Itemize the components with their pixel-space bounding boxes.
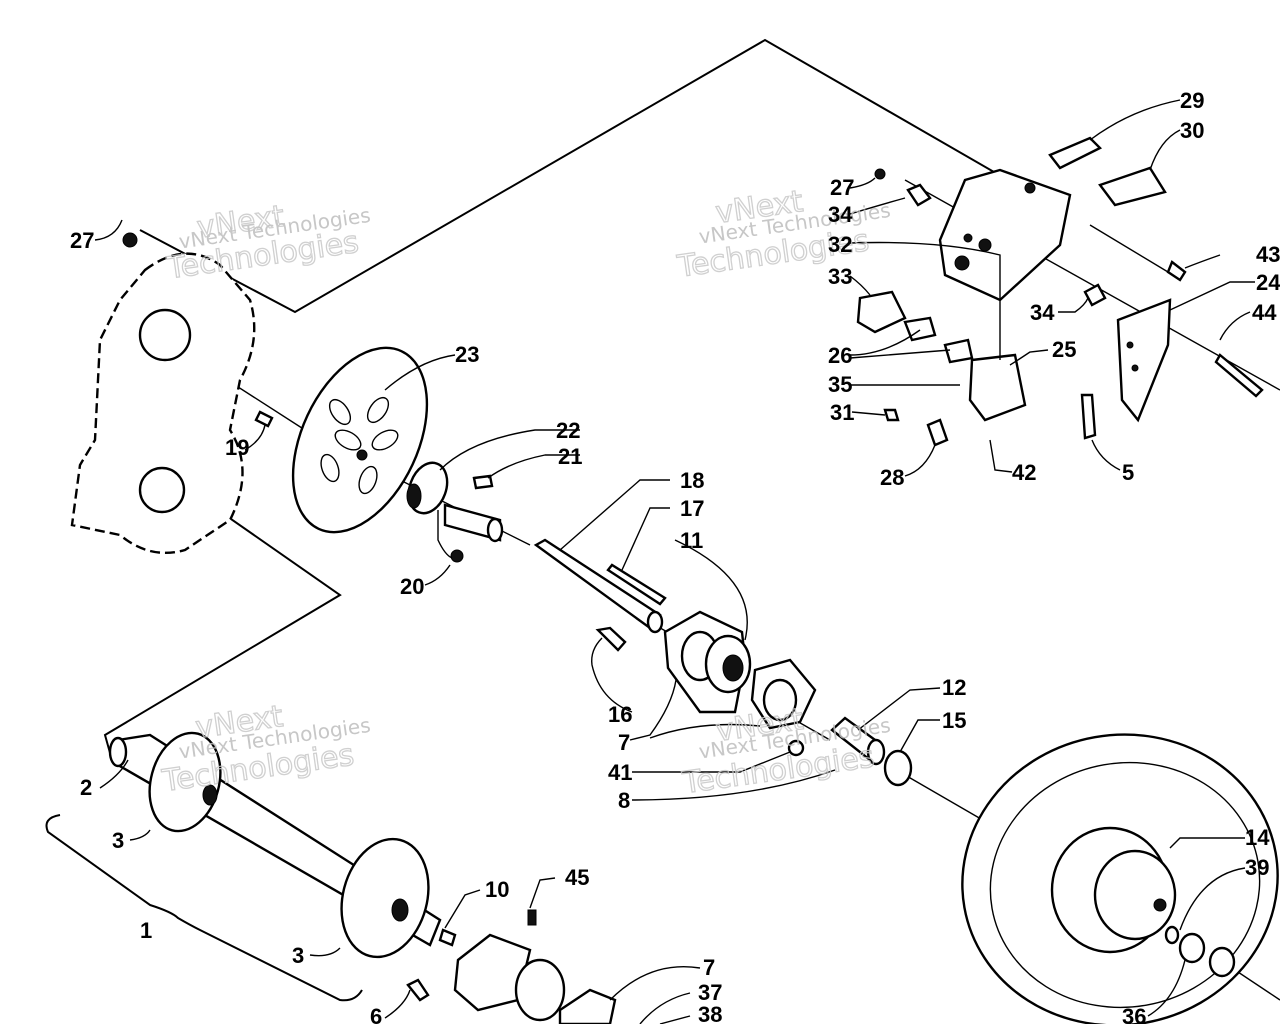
watermark-layer: vNext vNext Technologies Technologies vN…: [159, 183, 892, 801]
part-label: 29: [1180, 88, 1204, 113]
brake-hub-parts: [254, 410, 504, 563]
part-label: 19: [225, 435, 249, 460]
part-label: 38: [698, 1002, 722, 1024]
part-label: 31: [830, 400, 854, 425]
lower-bearing-set: [406, 909, 617, 1024]
part-label: 6: [370, 1004, 382, 1024]
part-label: 43: [1256, 242, 1280, 267]
part-label: 24: [1256, 270, 1280, 295]
part-label: 42: [1012, 460, 1036, 485]
part-label: 20: [400, 574, 424, 599]
part-label: 39: [1245, 855, 1269, 880]
part-label: 44: [1252, 300, 1277, 325]
part-label: 2: [80, 775, 92, 800]
drive-shaft-assembly: [108, 731, 457, 959]
part-label: 7: [618, 730, 630, 755]
part-label: 7: [703, 955, 715, 980]
part-label: 8: [618, 788, 630, 813]
upper-bearing-set: [595, 610, 817, 757]
part-label: 27: [830, 175, 854, 200]
part-label: 23: [455, 342, 479, 367]
part-label: 28: [880, 465, 904, 490]
part-label: 30: [1180, 118, 1204, 143]
part-label: 27: [70, 228, 94, 253]
part-label: 26: [828, 343, 852, 368]
part-label: 22: [556, 418, 580, 443]
part-label: 33: [828, 264, 852, 289]
part-label: 34: [828, 202, 853, 227]
part-label: 35: [828, 372, 852, 397]
part-label: 11: [680, 528, 703, 553]
part-label: 17: [680, 496, 704, 521]
part-label: 36: [1122, 1004, 1146, 1024]
part-label: 1: [140, 918, 152, 943]
part-label: 32: [828, 232, 852, 257]
part-label: 12: [942, 675, 966, 700]
watermark-3: vNext vNext Technologies Technologies: [159, 698, 372, 799]
part-label: 21: [558, 444, 582, 469]
part-label: 5: [1122, 460, 1134, 485]
part-label: 18: [680, 468, 704, 493]
part-label: 3: [292, 943, 304, 968]
part-label: 14: [1245, 825, 1270, 850]
watermark-1: vNext vNext Technologies Technologies: [164, 198, 372, 287]
spacer-and-washer: [830, 716, 913, 787]
part-label: 16: [608, 702, 632, 727]
watermark-2: vNext vNext Technologies Technologies: [674, 183, 892, 285]
driven-pulley: [961, 733, 1279, 1024]
leader-lines: [94, 99, 1255, 1024]
part-label: 10: [485, 877, 509, 902]
part-label: 34: [1030, 300, 1055, 325]
part-labels: 1 2 3 3 5 6 7 7 8 10 11 12 14 15 16 17 1…: [70, 88, 1280, 1024]
brake-caliper-group: [856, 136, 1264, 447]
part-label: 15: [942, 708, 966, 733]
assembly-bracket: [45, 814, 363, 1002]
chaincase-housing: [70, 232, 256, 554]
part-label: 45: [565, 865, 589, 890]
part-label: 25: [1052, 337, 1076, 362]
part-label: 41: [608, 760, 632, 785]
section-boundary: [103, 38, 1061, 761]
shaft-tubes: [533, 538, 667, 634]
part-label: 37: [698, 980, 722, 1005]
brake-disc: [291, 346, 429, 534]
part-label: 3: [112, 828, 124, 853]
